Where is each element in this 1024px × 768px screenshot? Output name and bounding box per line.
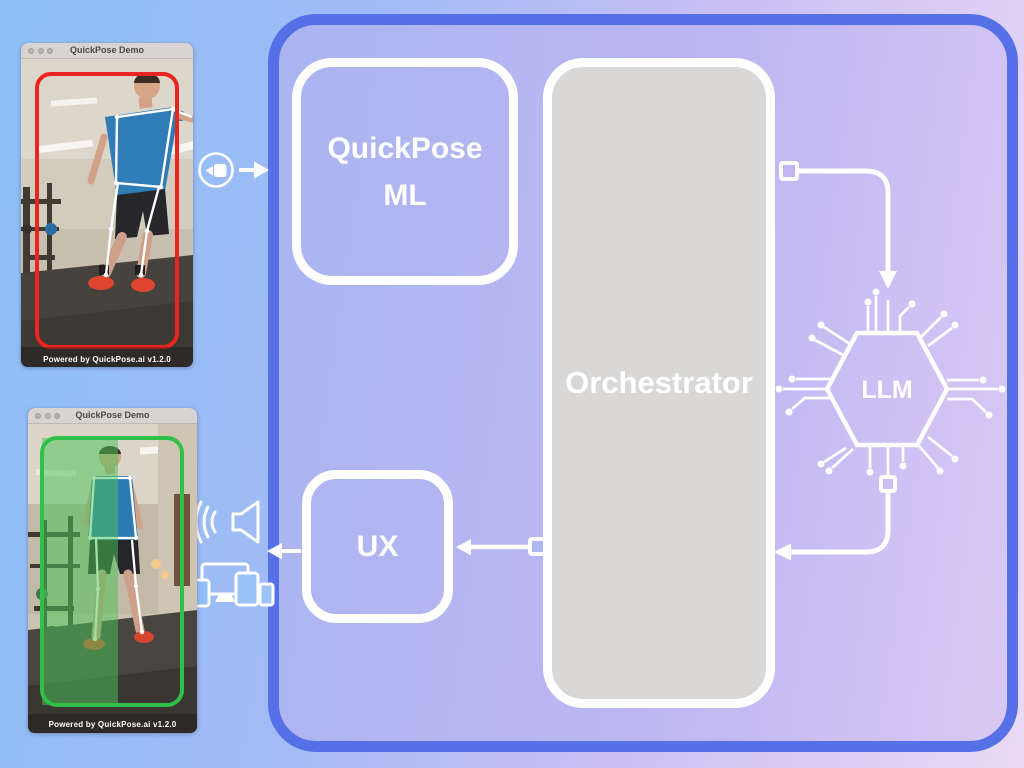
llm-label: LLM [861,376,912,404]
arrow-orchestrator-to-ux [456,537,547,556]
close-button-icon [35,412,41,419]
close-button-icon [28,47,34,54]
quickpose-demo-window-input: QuickPose Demo [21,43,193,367]
powered-by-footer: Powered by QuickPose.ai v1.2.0 [48,720,177,729]
traffic-light-buttons [35,412,60,419]
window-titlebar: QuickPose Demo [28,408,197,424]
gym-photo-standing-pose [21,59,193,367]
ux-node: UX [302,470,453,623]
video-camera-icon [198,152,234,188]
arrow-llm-to-orchestrator [774,475,897,561]
minimize-button-icon [37,47,44,54]
multi-device-icon [193,562,275,608]
arrow-orchestrator-to-llm [779,161,897,289]
traffic-light-buttons [28,47,53,54]
detection-bounding-box-red [35,72,179,349]
minimize-button-icon [44,412,51,419]
arrow-right-icon [239,161,269,179]
quickpose-ml-node: QuickPose ML [292,58,518,285]
ux-label: UX [356,529,399,563]
gym-photo-walking-pose [28,424,197,733]
window-title: QuickPose Demo [69,45,145,55]
powered-by-footer: Powered by QuickPose.ai v1.2.0 [43,355,171,364]
llm-circuit-chip-icon: LLM [775,288,1006,476]
orchestrator-node: Orchestrator [543,58,775,708]
zoom-button-icon [47,47,53,54]
arrow-ux-to-output [267,543,301,560]
window-title: QuickPose Demo [75,410,150,420]
detection-bounding-box-green [40,436,184,707]
window-titlebar: QuickPose Demo [21,43,193,59]
zoom-button-icon [54,412,60,419]
quickpose-ml-label: QuickPose ML [327,131,483,212]
quickpose-demo-window-output: QuickPose Demo [28,408,197,733]
speaker-waves-icon [194,500,260,544]
segmentation-overlay-green [42,438,118,705]
orchestrator-label: Orchestrator [565,365,753,400]
